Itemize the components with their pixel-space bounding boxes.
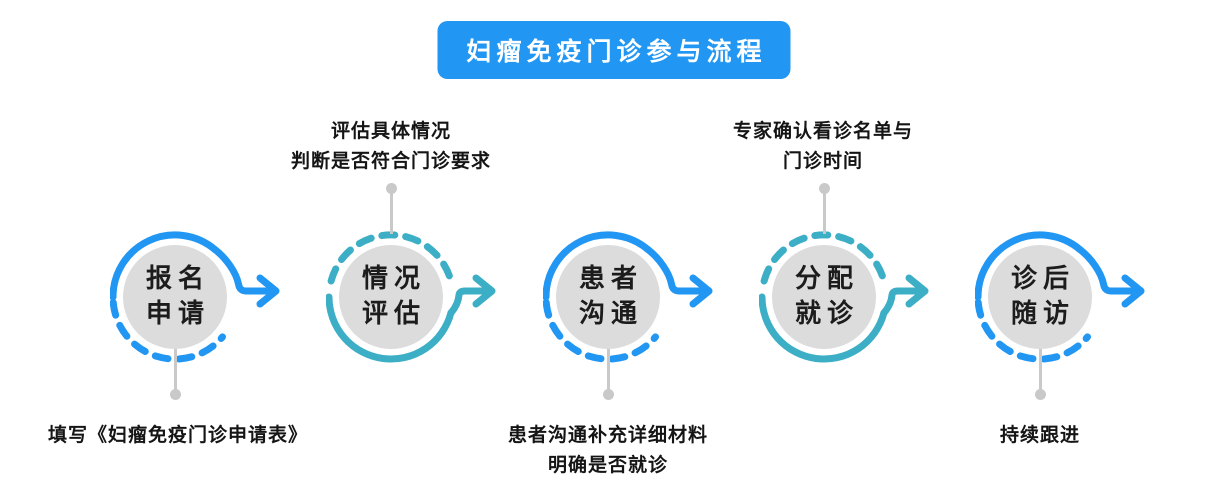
connector-line <box>173 349 177 393</box>
step-ring-arrow-icon <box>110 231 280 363</box>
step-ring-arrow-icon <box>326 231 496 363</box>
step-label: 患者 沟通 <box>578 263 643 328</box>
arrow-right-icon <box>1121 274 1145 308</box>
step-label: 诊后 随访 <box>1010 263 1075 328</box>
connector-line <box>389 188 393 234</box>
note-communication: 患者沟通补充详细材料 明确是否就诊 <box>507 425 708 476</box>
arrow-right-icon <box>905 274 929 308</box>
note-assignment: 专家确认看诊名单与 门诊时间 <box>732 121 913 172</box>
step-label: 报名 申请 <box>145 263 210 328</box>
step-assignment: 分配 就诊 <box>759 227 939 367</box>
step-ring-arrow-icon <box>543 231 713 363</box>
connector-dot <box>818 183 830 194</box>
step-assessment: 情况 评估 <box>326 227 506 367</box>
connector-line <box>1038 349 1042 393</box>
arrow-right-icon <box>472 274 496 308</box>
connector-line <box>822 188 826 234</box>
step-ring-arrow-icon <box>759 231 929 363</box>
step-label: 分配 就诊 <box>794 263 859 328</box>
connector-dot <box>602 389 614 400</box>
step-communication: 患者 沟通 <box>543 227 723 367</box>
connector-dot <box>1034 389 1046 400</box>
connector-dot <box>169 389 181 400</box>
note-followup: 持续跟进 <box>999 425 1080 446</box>
step-application: 报名 申请 <box>110 227 290 367</box>
connector-line <box>606 349 610 393</box>
note-application: 填写《妇瘤免疫门诊申请表》 <box>47 425 308 446</box>
step-followup: 诊后 随访 <box>975 227 1155 367</box>
connector-dot <box>385 183 397 194</box>
arrow-right-icon <box>689 274 713 308</box>
title-banner: 妇瘤免疫门诊参与流程 <box>437 21 791 79</box>
note-assessment: 评估具体情况 判断是否符合门诊要求 <box>290 121 491 172</box>
step-ring-arrow-icon <box>975 231 1145 363</box>
arrow-right-icon <box>256 274 280 308</box>
step-label: 情况 评估 <box>361 263 426 328</box>
page-title: 妇瘤免疫门诊参与流程 <box>466 38 767 66</box>
